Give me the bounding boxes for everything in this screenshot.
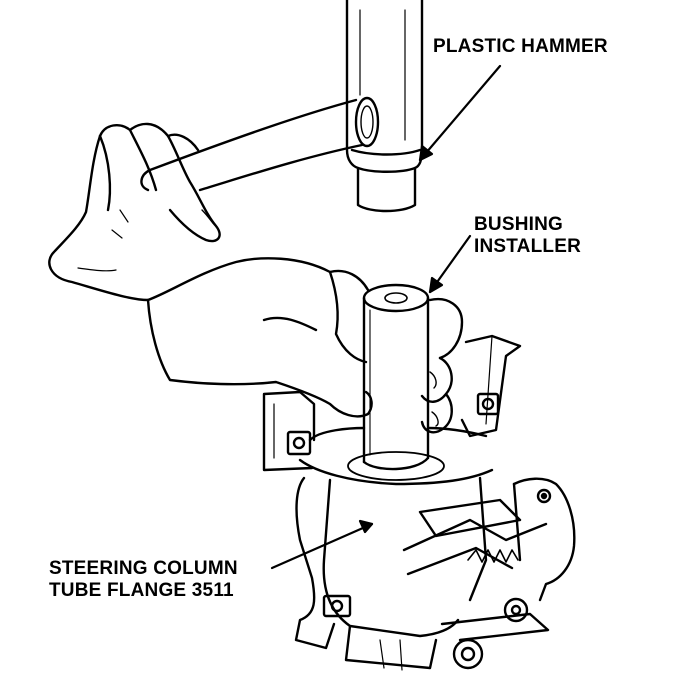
tube-flange-label: STEERING COLUMN TUBE FLANGE 3511 — [49, 558, 238, 602]
upper-hand — [48, 122, 221, 302]
spring — [467, 549, 519, 563]
bushing-installer-label-line2: INSTALLER — [474, 236, 581, 257]
hammer-leader-line — [418, 64, 502, 162]
hammer-arrowhead — [418, 144, 434, 162]
lower-hand — [146, 257, 464, 434]
hammer-handle — [148, 98, 364, 192]
flange-leader-line — [270, 522, 374, 570]
bushing-installer-label-line1: BUSHING — [474, 214, 564, 235]
plastic-hammer — [140, 0, 424, 213]
bushing-installer-label: BUSHING INSTALLER — [474, 214, 581, 258]
tube-flange-label-line1: STEERING COLUMN — [49, 558, 238, 579]
hammer-neck-collar — [354, 96, 380, 148]
plastic-hammer-label-text: PLASTIC HAMMER — [433, 36, 608, 57]
flange-arrowhead — [358, 519, 374, 534]
tube-flange-label-line2: TUBE FLANGE 3511 — [49, 580, 234, 601]
hammer-head — [345, 0, 424, 213]
installer-arrowhead — [428, 276, 444, 294]
bushing-installer — [362, 283, 430, 471]
steering-column-tube-flange — [262, 334, 576, 671]
plastic-hammer-label: PLASTIC HAMMER — [433, 36, 608, 58]
leader-arrows — [270, 64, 502, 570]
